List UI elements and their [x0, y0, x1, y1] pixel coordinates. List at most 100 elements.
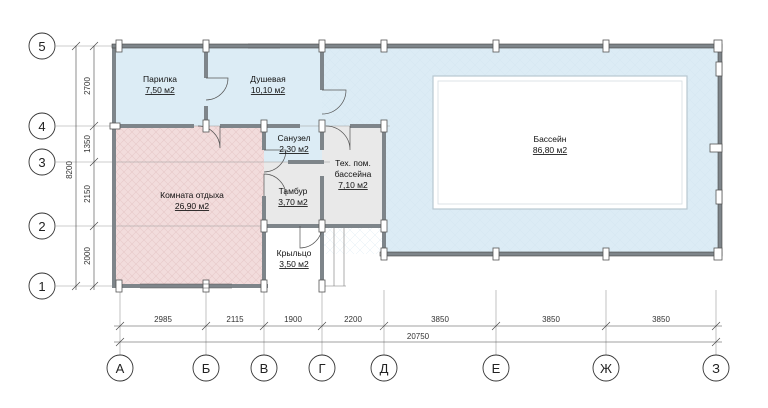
post-z5	[713, 39, 723, 53]
post-b1	[202, 279, 210, 293]
post-d5	[380, 39, 388, 53]
col-axes: А Б В Г Д Е Ж З	[106, 354, 730, 382]
walls	[112, 44, 722, 288]
post-d4	[380, 119, 388, 133]
tick-v3	[89, 157, 99, 167]
post-g5	[318, 39, 326, 53]
dim-v-1: 1350	[83, 135, 92, 153]
row-axes: 5 4 3 2 1	[28, 32, 56, 300]
pool-water	[432, 75, 688, 210]
post-e5	[492, 39, 500, 53]
tick-vt1	[71, 281, 81, 291]
post-z-c	[715, 189, 723, 205]
tick-vt5	[71, 41, 81, 51]
fill-tambur	[264, 162, 322, 226]
room-area-sanuzel: 2,30 м2	[279, 144, 309, 154]
col-label-v: В	[260, 361, 269, 376]
dim-v-total: 8200	[65, 161, 74, 179]
post-z1	[713, 247, 723, 261]
dim-v-2: 2150	[83, 185, 92, 203]
col-label-zh: Ж	[600, 361, 612, 376]
col-bubble-a	[106, 354, 134, 382]
post-a4	[109, 122, 121, 130]
row-label-5: 5	[38, 39, 45, 54]
tick-g	[317, 321, 327, 331]
row-label-3: 3	[38, 155, 45, 170]
col-label-d: Д	[380, 361, 389, 376]
row-bubble-5	[28, 32, 56, 60]
room-area-tech: 7,10 м2	[338, 180, 368, 190]
room-area-basseyn: 86,80 м2	[533, 145, 567, 155]
tick-z	[711, 321, 721, 331]
room-name-komnata: Комната отдыха	[160, 190, 224, 200]
tick-a	[115, 321, 125, 331]
row-bubble-3	[28, 148, 56, 176]
col-bubble-zh	[592, 354, 620, 382]
room-name-sanuzel: Санузел	[277, 133, 310, 143]
col-bubble-g	[308, 354, 336, 382]
fill-tech	[322, 126, 384, 226]
dim-h-5: 3850	[542, 315, 560, 324]
post-a1	[115, 279, 123, 293]
dim-h-3: 2200	[344, 315, 362, 324]
dim-h-6: 3850	[652, 315, 670, 324]
pool-water-inner	[437, 80, 683, 205]
post-b5	[202, 39, 210, 53]
fill-dushevaya	[206, 46, 322, 126]
dim-h-0: 2985	[154, 315, 172, 324]
room-area-parilka: 7,50 м2	[145, 85, 175, 95]
door-parilka	[205, 77, 229, 101]
tick-total-a	[115, 337, 125, 347]
door-dush	[321, 89, 347, 115]
post-g4	[318, 119, 326, 133]
room-name-tech-2: бассейна	[335, 169, 372, 179]
vertical-dimension-labels: 2700 1350 2150 2000 8200	[65, 77, 92, 265]
room-name-basseyn: Бассейн	[534, 134, 567, 144]
room-area-tambur: 3,70 м2	[278, 197, 308, 207]
horizontal-dimensions	[114, 321, 722, 347]
door-sanuzel	[263, 149, 287, 173]
post-v4	[260, 119, 268, 133]
vertical-dimensions	[71, 41, 99, 291]
tick-v1	[89, 281, 99, 291]
col-bubble-b	[192, 354, 220, 382]
tick-v5	[89, 41, 99, 51]
row-bubble-2	[28, 212, 56, 240]
room-name-tech: Тех. пом.	[335, 158, 371, 168]
room-area-komnata: 26,90 м2	[175, 201, 209, 211]
horizontal-dimension-labels: 2985 2115 1900 2200 3850 3850 3850 20750	[154, 315, 670, 341]
row-label-2: 2	[38, 219, 45, 234]
dim-h-4: 3850	[431, 315, 449, 324]
room-fills	[114, 46, 720, 286]
post-a5	[115, 39, 123, 53]
col-label-a: А	[116, 361, 125, 376]
room-name-dushevaya: Душевая	[250, 74, 286, 84]
room-name-kryltso: Крыльцо	[277, 248, 312, 258]
room-name-parilka: Парилка	[143, 74, 177, 84]
col-bubble-d	[370, 354, 398, 382]
post-e1	[492, 247, 500, 261]
tick-zh	[601, 321, 611, 331]
row-label-4: 4	[38, 119, 45, 134]
post-d2	[380, 219, 388, 233]
tick-total-z	[711, 337, 721, 347]
row-bubble-1	[28, 272, 56, 300]
tick-v	[259, 321, 269, 331]
dim-v-3: 2000	[83, 247, 92, 265]
tick-v2	[89, 221, 99, 231]
door-tambur	[263, 173, 287, 197]
fill-komnata-pattern	[114, 126, 264, 286]
tick-v4	[89, 121, 99, 131]
room-area-kryltso: 3,50 м2	[279, 259, 309, 269]
dim-h-1: 2115	[226, 315, 244, 324]
fill-sanuzel	[264, 126, 322, 162]
room-area-dushevaya: 10,10 м2	[251, 85, 285, 95]
door-tech	[325, 125, 351, 151]
room-labels: Парилка 7,50 м2 Душевая 10,10 м2 Санузел…	[143, 74, 567, 269]
post-g1	[318, 279, 326, 293]
post-zh5	[602, 39, 610, 53]
post-zh1	[602, 247, 610, 261]
dim-v-0: 2700	[83, 77, 92, 95]
dim-h-2: 1900	[284, 315, 302, 324]
col-label-b: Б	[202, 361, 211, 376]
